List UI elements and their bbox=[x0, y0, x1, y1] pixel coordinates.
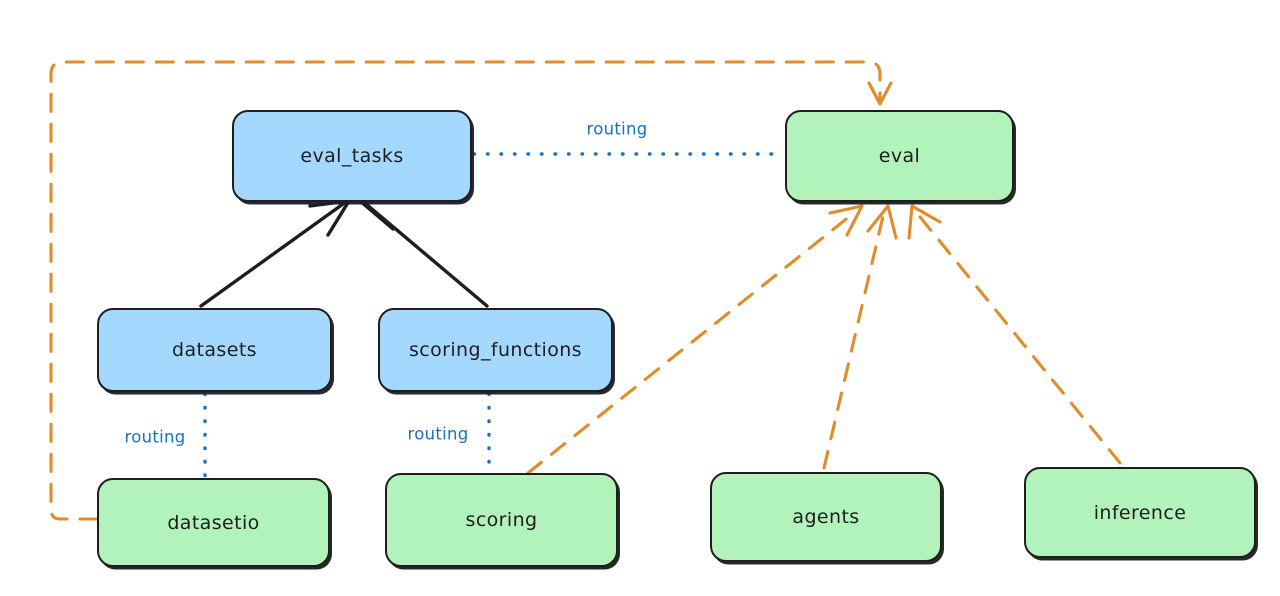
node-inference[interactable]: inference bbox=[1024, 467, 1256, 558]
node-datasetio[interactable]: datasetio bbox=[97, 478, 330, 567]
edge-scoring_functions-to-eval_tasks bbox=[358, 196, 489, 308]
edge-label-routing-datasets-datasetio: routing bbox=[124, 427, 186, 447]
node-label-eval_tasks: eval_tasks bbox=[300, 145, 404, 167]
edge-label-routing-eval_tasks-eval: routing bbox=[586, 119, 648, 139]
node-scoring_functions[interactable]: scoring_functions bbox=[378, 308, 613, 392]
node-agents[interactable]: agents bbox=[710, 472, 942, 562]
node-label-scoring: scoring bbox=[465, 509, 538, 531]
node-eval_tasks[interactable]: eval_tasks bbox=[232, 110, 472, 202]
node-scoring[interactable]: scoring bbox=[385, 473, 618, 567]
node-label-datasets: datasets bbox=[172, 339, 257, 361]
node-datasets[interactable]: datasets bbox=[97, 308, 332, 392]
edge-label-routing-scoring_functions-scoring: routing bbox=[407, 424, 469, 444]
edge-inference-to-eval bbox=[907, 204, 1122, 465]
node-eval[interactable]: eval bbox=[785, 110, 1014, 202]
node-label-scoring_functions: scoring_functions bbox=[409, 339, 582, 361]
edge-datasets-to-eval_tasks bbox=[199, 199, 351, 308]
node-label-eval: eval bbox=[878, 145, 921, 167]
node-label-inference: inference bbox=[1093, 501, 1187, 524]
node-label-agents: agents bbox=[792, 506, 860, 528]
edge-agents-to-eval bbox=[822, 204, 898, 470]
node-label-datasetio: datasetio bbox=[167, 511, 260, 534]
